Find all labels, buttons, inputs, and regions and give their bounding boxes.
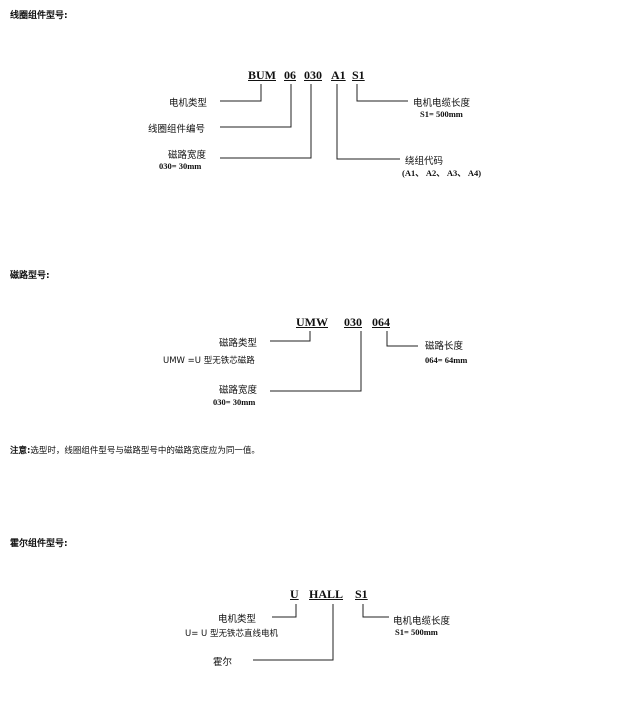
note-label: 注意: <box>10 446 31 456</box>
code-s1: S1 <box>355 587 368 601</box>
label-cable-length: 电机电缆长度 <box>413 98 471 109</box>
label-cable-length: 电机电缆长度 <box>393 616 451 627</box>
code-064: 064 <box>372 315 390 329</box>
code-bum: BUM <box>248 68 276 82</box>
label-magnetic-length: 磁路长度 <box>425 341 464 352</box>
label-motor-type: 电机类型 <box>218 614 257 625</box>
code-s1: S1 <box>352 68 365 82</box>
value-cable-length: S1= 500mm <box>395 627 438 637</box>
code-u: U <box>290 587 299 601</box>
section-title-coil: 线圈组件型号: <box>10 11 68 21</box>
label-magnetic-width: 磁路宽度 <box>168 150 207 161</box>
label-magnetic-type: 磁路类型 <box>219 338 258 349</box>
code-a1: A1 <box>331 68 346 82</box>
value-motor-type: U= U 型无铁芯直线电机 <box>185 629 278 639</box>
section-title-magnetic: 磁路型号: <box>10 271 50 281</box>
label-magnetic-width: 磁路宽度 <box>219 385 258 396</box>
label-winding-code: 绕组代码 <box>405 156 444 167</box>
label-coil-number: 线圈组件编号 <box>148 124 206 135</box>
value-winding-code: (A1、 A2、 A3、 A4) <box>402 168 482 178</box>
code-030: 030 <box>344 315 362 329</box>
value-cable-length: S1= 500mm <box>420 109 463 119</box>
value-magnetic-type: UMW =U 型无铁芯磁路 <box>163 356 255 366</box>
selection-note: 注意:选型时，线圈组件型号与磁路型号中的磁路宽度应为同一值。 <box>10 444 260 456</box>
code-umw: UMW <box>296 315 328 329</box>
label-hall: 霍尔 <box>213 657 233 668</box>
code-06: 06 <box>284 68 296 82</box>
code-030: 030 <box>304 68 322 82</box>
note-text: 选型时，线圈组件型号与磁路型号中的磁路宽度应为同一值。 <box>30 446 260 456</box>
label-motor-type: 电机类型 <box>169 98 208 109</box>
value-magnetic-width: 030= 30mm <box>213 397 256 407</box>
section-title-hall: 霍尔组件型号: <box>10 539 68 549</box>
code-hall: HALL <box>309 587 344 601</box>
value-magnetic-length: 064= 64mm <box>425 355 468 365</box>
value-magnetic-width: 030= 30mm <box>159 161 202 171</box>
